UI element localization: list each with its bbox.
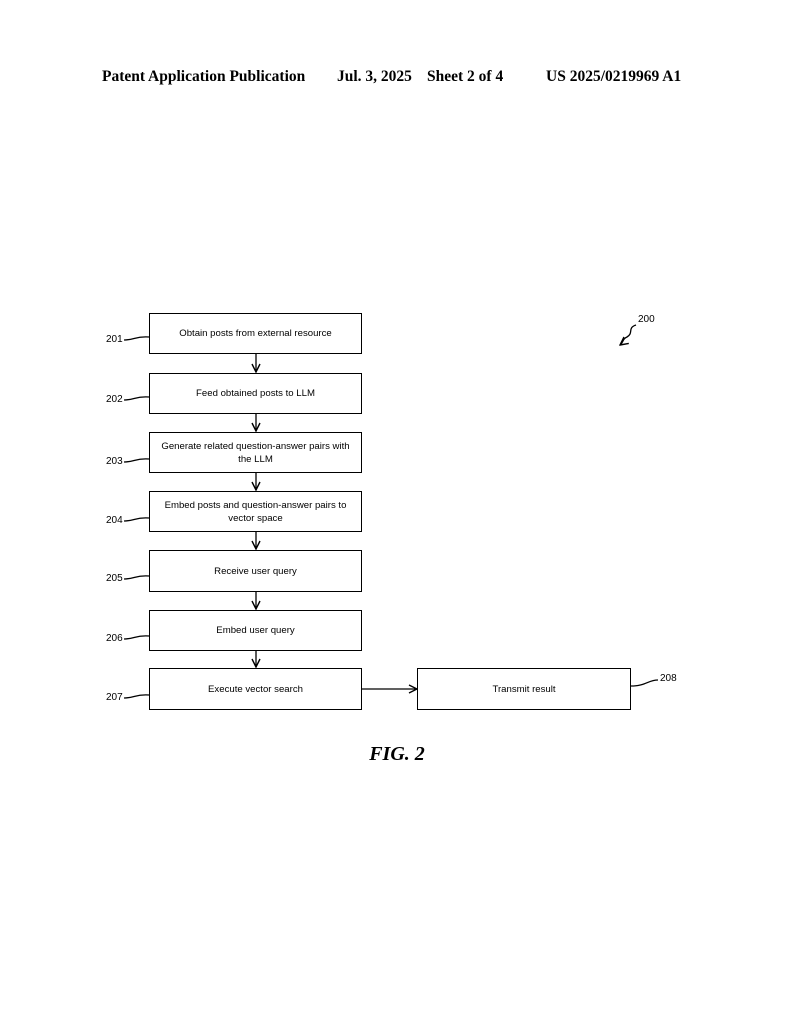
header-publication-type: Patent Application Publication (102, 68, 306, 85)
ref-numeral-202: 202 (106, 394, 123, 405)
header-date: Jul. 3, 2025 (337, 68, 412, 85)
step-box-receive-query: Receive user query (149, 550, 362, 592)
step-box-obtain-posts: Obtain posts from external resource (149, 313, 362, 354)
ref-numeral-208: 208 (660, 673, 677, 684)
step-text: Receive user query (214, 565, 297, 577)
step-box-transmit-result: Transmit result (417, 668, 631, 710)
header-pub-number: US 2025/0219969 A1 (546, 68, 682, 85)
step-text: Execute vector search (208, 683, 303, 695)
step-text: Generate related question-answer pairs w… (161, 440, 350, 465)
step-text: Embed user query (216, 625, 295, 636)
header-sheet: Sheet 2 of 4 (427, 68, 504, 85)
ref-numeral-204: 204 (106, 515, 123, 526)
leader-206 (123, 635, 150, 640)
leader-207 (123, 694, 150, 699)
ref-numeral-207: 207 (106, 692, 123, 703)
step-box-feed-posts: Feed obtained posts to LLM (149, 373, 362, 414)
ref-numeral-201: 201 (106, 334, 123, 345)
step-box-generate-qa: Generate related question-answer pairs w… (149, 432, 362, 473)
step-box-embed-query: Embed user query (149, 610, 362, 651)
step-box-vector-search: Execute vector search (149, 668, 362, 710)
leader-208 (630, 679, 659, 687)
leader-200 (620, 324, 637, 345)
step-box-embed-posts: Embed posts and question-answer pairs to… (149, 491, 362, 532)
leader-205 (123, 575, 150, 580)
leader-202 (123, 396, 150, 401)
figure-label: FIG. 2 (369, 743, 425, 765)
step-text: Feed obtained posts to LLM (196, 388, 315, 399)
ref-numeral-200: 200 (638, 314, 655, 325)
leader-201 (123, 336, 150, 341)
ref-numeral-203: 203 (106, 456, 123, 467)
ref-numeral-206: 206 (106, 633, 123, 644)
ref-numeral-205: 205 (106, 573, 123, 584)
step-text: Obtain posts from external resource (179, 328, 332, 339)
leader-204 (123, 517, 150, 522)
step-text: Transmit result (492, 683, 556, 695)
step-text: Embed posts and question-answer pairs to… (164, 499, 347, 524)
leader-203 (123, 458, 150, 463)
